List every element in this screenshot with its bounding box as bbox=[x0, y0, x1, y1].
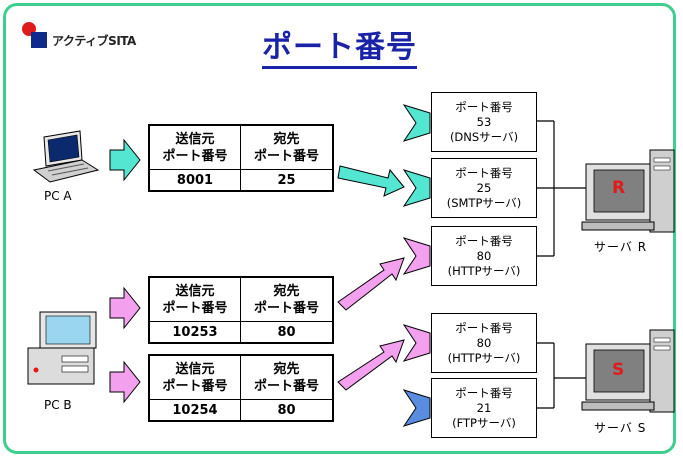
server-s-monitor-icon bbox=[581, 329, 675, 413]
pc-b-arrow-1 bbox=[109, 286, 141, 330]
port-label: ポート番号 bbox=[455, 165, 513, 180]
src-port-header: 送信元 ポート番号 bbox=[150, 278, 241, 322]
pc-a-laptop-icon bbox=[32, 130, 100, 183]
dst-port-header-text: 宛先 ポート番号 bbox=[253, 131, 319, 164]
src-port-header-text: 送信元 ポート番号 bbox=[162, 131, 228, 164]
pc-b-arrow-2 bbox=[109, 360, 141, 404]
port-chevron-80-r bbox=[402, 237, 431, 275]
src-port-header-text: 送信元 ポート番号 bbox=[162, 361, 228, 394]
port-chevron-80-s bbox=[402, 324, 431, 362]
port-service: (HTTPサーバ) bbox=[447, 350, 521, 365]
port-chevron-53 bbox=[402, 104, 431, 142]
port-service: (FTPサーバ) bbox=[452, 415, 516, 430]
port-number: 80 bbox=[476, 248, 492, 263]
server-r-letter: R bbox=[612, 178, 626, 198]
dst-port-value: 80 bbox=[277, 402, 296, 418]
server-s-letter: S bbox=[612, 360, 625, 380]
server-r-label: サーバ R bbox=[594, 240, 648, 254]
port-service: (HTTPサーバ) bbox=[447, 263, 521, 278]
port-label: ポート番号 bbox=[455, 385, 513, 400]
pc-b-desktop-icon bbox=[27, 311, 97, 385]
src-port-value: 8001 bbox=[150, 170, 241, 190]
dst-port-value: 80 bbox=[277, 324, 296, 340]
src-port-value: 10254 bbox=[150, 400, 241, 420]
dst-port-header-text: 宛先 ポート番号 bbox=[253, 283, 319, 316]
port-number: 53 bbox=[476, 114, 492, 129]
port-label: ポート番号 bbox=[455, 99, 513, 114]
dst-port-header-text: 宛先 ポート番号 bbox=[253, 361, 319, 394]
src-port-header: 送信元 ポート番号 bbox=[150, 126, 241, 170]
port-label: ポート番号 bbox=[455, 320, 513, 335]
port-chevron-21 bbox=[402, 389, 431, 427]
port-table-pc-b-1: 送信元 ポート番号 宛先 ポート番号 10253 80 bbox=[148, 276, 334, 344]
src-port-value: 10253 bbox=[150, 322, 241, 342]
server-r-monitor-icon bbox=[581, 149, 675, 233]
port-table-pc-a: 送信元 ポート番号 宛先 ポート番号 8001 25 bbox=[148, 124, 334, 192]
server-port-box: ポート番号 21 (FTPサーバ) bbox=[431, 378, 537, 438]
pc-a-label: PC A bbox=[44, 189, 72, 203]
port-number: 80 bbox=[476, 335, 492, 350]
dst-port-header: 宛先 ポート番号 bbox=[241, 126, 332, 170]
port-service: (SMTPサーバ) bbox=[446, 195, 522, 210]
port-label: ポート番号 bbox=[455, 233, 513, 248]
logo-blue-square bbox=[31, 32, 47, 48]
server-port-box: ポート番号 25 (SMTPサーバ) bbox=[431, 158, 537, 218]
server-r-wires bbox=[537, 120, 586, 257]
src-port-header-text: 送信元 ポート番号 bbox=[162, 283, 228, 316]
src-port-header: 送信元 ポート番号 bbox=[150, 356, 241, 400]
flow-arrow-http-r bbox=[337, 257, 405, 311]
pc-a-arrow bbox=[109, 138, 141, 182]
dst-port-header: 宛先 ポート番号 bbox=[241, 278, 332, 322]
server-port-box: ポート番号 80 (HTTPサーバ) bbox=[431, 226, 537, 286]
pc-b-label: PC B bbox=[44, 398, 72, 412]
port-number: 25 bbox=[476, 180, 492, 195]
flow-arrow-http-s bbox=[337, 339, 405, 391]
port-number: 21 bbox=[476, 400, 492, 415]
port-service: (DNSサーバ) bbox=[449, 129, 519, 144]
page-title: ポート番号 bbox=[262, 30, 417, 69]
port-chevron-25 bbox=[402, 169, 431, 207]
flow-arrow-smtp bbox=[337, 165, 405, 197]
dst-port-value: 25 bbox=[277, 172, 296, 188]
logo-text: アクティブSITA bbox=[52, 34, 136, 48]
dst-port-header: 宛先 ポート番号 bbox=[241, 356, 332, 400]
server-s-label: サーバ S bbox=[594, 421, 647, 435]
logo: アクティブSITA bbox=[22, 22, 152, 52]
server-s-wires bbox=[537, 342, 586, 409]
port-table-pc-b-2: 送信元 ポート番号 宛先 ポート番号 10254 80 bbox=[148, 354, 334, 422]
server-port-box: ポート番号 53 (DNSサーバ) bbox=[431, 92, 537, 152]
server-port-box: ポート番号 80 (HTTPサーバ) bbox=[431, 313, 537, 373]
